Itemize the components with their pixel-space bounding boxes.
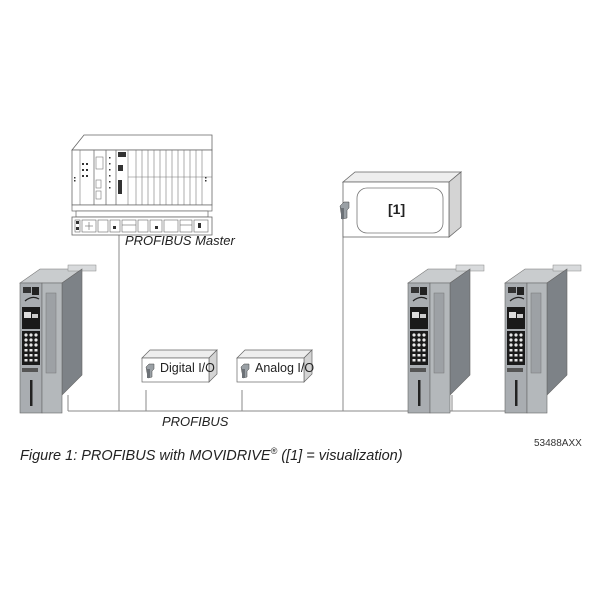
figure-caption: Figure 1: PROFIBUS with MOVIDRIVE® ([1] …: [20, 446, 403, 464]
figure-id-code: 53488AXX: [534, 438, 582, 449]
profibus-bus-label: PROFIBUS: [162, 414, 229, 429]
analog-io-label: Analog I/O: [255, 361, 314, 375]
registered-mark: ®: [270, 446, 278, 456]
profibus-lines: [67, 205, 543, 412]
caption-text: Figure 1: PROFIBUS with MOVIDRIVE: [20, 447, 271, 464]
profibus-master-plc: [71, 134, 213, 236]
visualization-panel: [339, 171, 463, 238]
movidrive-3: [504, 264, 582, 414]
movidrive-1: [19, 264, 97, 414]
caption-suffix: ([1] = visualization): [277, 447, 403, 464]
movidrive-2: [407, 264, 485, 414]
connector-icon: [339, 201, 350, 220]
screen-area: [356, 187, 444, 234]
visualization-label: [1]: [388, 201, 405, 217]
digital-io-label: Digital I/O: [160, 361, 215, 375]
master-label: PROFIBUS Master: [125, 233, 235, 248]
